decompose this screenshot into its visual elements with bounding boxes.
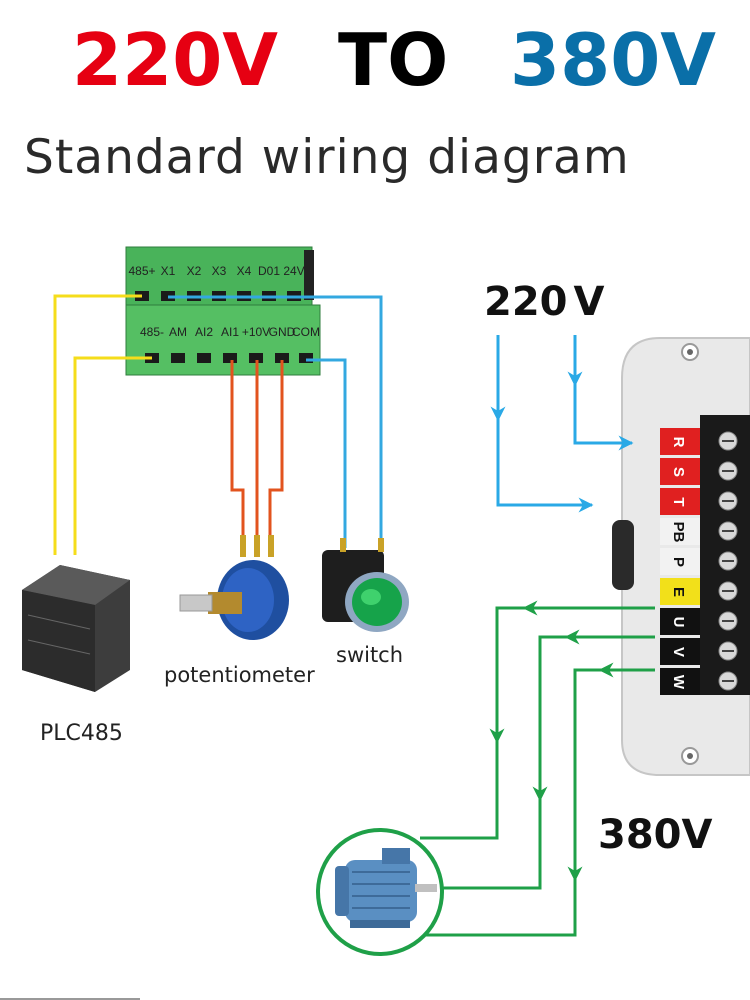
title-to-voltage: 380V xyxy=(510,18,717,102)
power-terminal-v: V xyxy=(670,647,687,657)
plc-label: PLC485 xyxy=(40,721,123,746)
power-terminal-tag xyxy=(660,548,700,575)
terminal-label-x4: X4 xyxy=(237,264,252,278)
terminal-slot xyxy=(171,353,185,363)
power-terminal-box: R S T PB P E U V W xyxy=(612,337,750,776)
output-voltage-label: 380V xyxy=(598,812,712,858)
terminal-slot xyxy=(197,353,211,363)
output-power-wires xyxy=(395,600,655,937)
diagram-subtitle: Standard wiring diagram xyxy=(24,130,630,185)
input-voltage-unit: V xyxy=(574,279,605,325)
terminal-label-ai1: AI1 xyxy=(221,325,239,339)
input-power-wires xyxy=(490,335,634,513)
plc-device xyxy=(22,565,130,692)
power-terminal-u: U xyxy=(670,617,687,628)
power-terminal-s: S xyxy=(670,467,687,477)
power-terminal-tag xyxy=(660,518,700,545)
power-terminal-rows: R S T PB P E U V W xyxy=(660,428,738,695)
power-terminal-tag xyxy=(660,578,700,605)
switch-device xyxy=(322,538,409,632)
power-terminal-w: W xyxy=(670,675,687,690)
title-from-voltage: 220V xyxy=(72,18,279,102)
power-terminal-tag xyxy=(660,638,700,665)
terminal-label-am: AM xyxy=(169,325,187,339)
terminal-label-d01: D01 xyxy=(258,264,280,278)
potentiometer-label: potentiometer xyxy=(164,663,315,687)
power-terminal-tag xyxy=(660,608,700,635)
switch-wires xyxy=(168,295,383,548)
terminal-label-485-: 485- xyxy=(140,325,164,339)
power-terminal-p: P xyxy=(670,557,687,567)
terminal-slot xyxy=(299,353,313,363)
terminal-label-x3: X3 xyxy=(212,264,227,278)
terminal-label-x1: X1 xyxy=(161,264,176,278)
input-voltage-value: 220 xyxy=(484,279,568,325)
title-connector: TO xyxy=(338,18,449,102)
power-terminal-t: T xyxy=(670,497,687,506)
potentiometer-device xyxy=(179,535,289,640)
switch-label: switch xyxy=(336,643,403,667)
power-terminal-tag xyxy=(660,458,700,485)
terminal-slot xyxy=(275,353,289,363)
terminal-label-485-: 485+ xyxy=(128,264,155,278)
power-terminal-tag xyxy=(660,428,700,455)
motor-device xyxy=(316,828,444,956)
bottom-divider xyxy=(0,998,140,1000)
power-terminal-pb: PB xyxy=(670,522,687,543)
terminal-label-gnd: GND xyxy=(269,325,296,339)
terminal-label-ai2: AI2 xyxy=(195,325,213,339)
power-terminal-e: E xyxy=(670,587,687,597)
terminal-label-24v: 24V xyxy=(283,264,304,278)
terminal-label-com: COM xyxy=(292,325,320,339)
terminal-slot xyxy=(249,353,263,363)
rs485-wires xyxy=(53,294,152,555)
terminal-slot xyxy=(223,353,237,363)
terminal-label--10v: +10V xyxy=(242,325,270,339)
power-terminal-tag xyxy=(660,488,700,515)
power-terminal-tag xyxy=(660,668,700,695)
analog-wires xyxy=(230,360,284,545)
power-terminal-r: R xyxy=(670,437,687,448)
terminal-label-x2: X2 xyxy=(187,264,202,278)
